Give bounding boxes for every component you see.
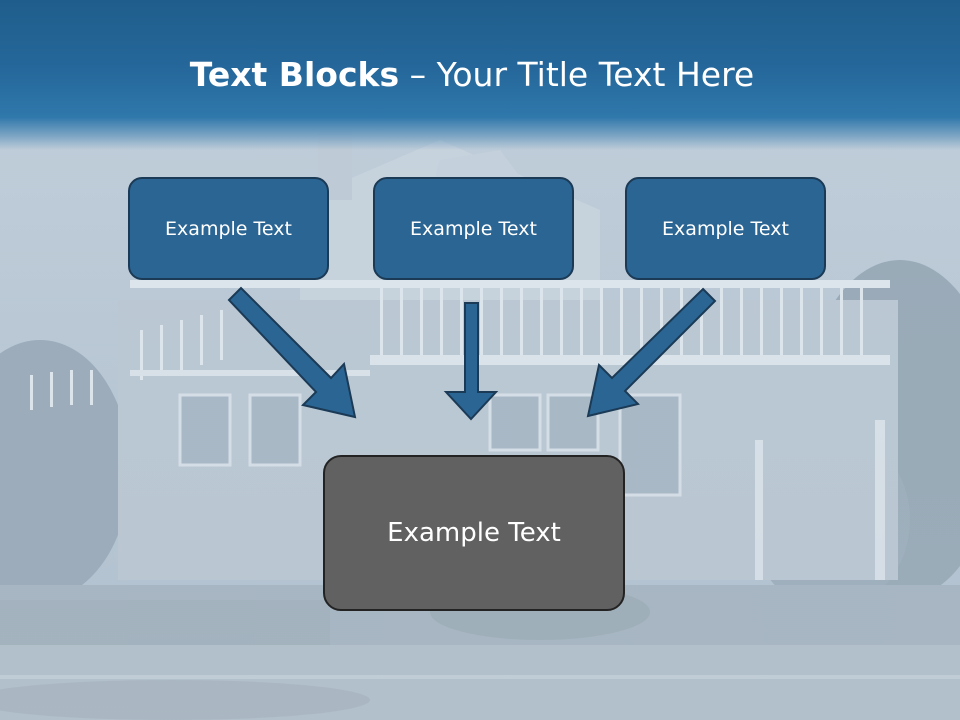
text-block-1-label: Example Text bbox=[165, 217, 292, 240]
text-block-1[interactable]: Example Text bbox=[128, 177, 329, 280]
center-text-block-label: Example Text bbox=[387, 518, 561, 548]
header-band bbox=[0, 0, 960, 150]
slide-title: Text Blocks – Your Title Text Here bbox=[0, 52, 944, 98]
title-separator: – bbox=[399, 55, 437, 94]
center-text-block[interactable]: Example Text bbox=[323, 455, 625, 611]
title-bold-part: Text Blocks bbox=[189, 55, 400, 94]
title-normal-part: Your Title Text Here bbox=[436, 55, 755, 94]
arrow-right-diagonal bbox=[586, 287, 717, 418]
arrow-left-diagonal bbox=[227, 286, 357, 419]
text-block-3-label: Example Text bbox=[662, 217, 789, 240]
text-block-2[interactable]: Example Text bbox=[373, 177, 574, 280]
text-block-2-label: Example Text bbox=[410, 217, 537, 240]
arrow-center-vertical bbox=[443, 302, 499, 421]
text-block-3[interactable]: Example Text bbox=[625, 177, 826, 280]
